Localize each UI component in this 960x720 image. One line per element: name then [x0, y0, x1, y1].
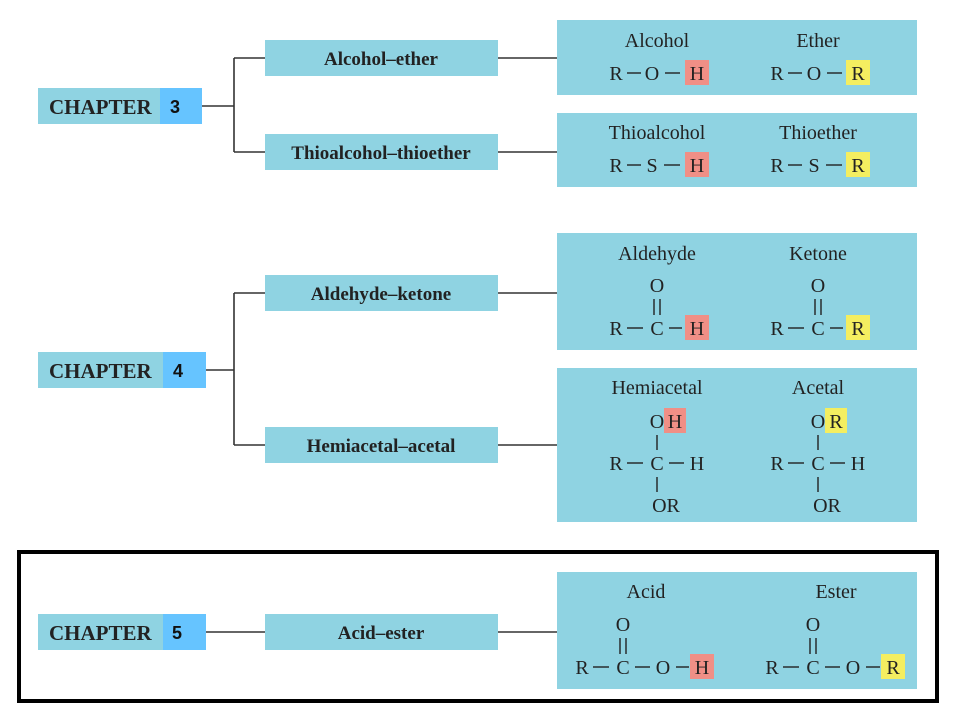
- chapter-label: CHAPTER: [49, 95, 153, 119]
- structure-box-hemiacetal-acetal: Hemiacetal Acetal O H R C H OR O R R C H…: [557, 368, 917, 522]
- category-label: Thioalcohol–thioether: [291, 143, 471, 164]
- chapter-number-badge: [163, 614, 206, 650]
- category-aldehyde-ketone: Aldehyde–ketone: [265, 275, 498, 311]
- atom-c: C: [650, 318, 663, 340]
- category-label: Aldehyde–ketone: [311, 284, 451, 305]
- chapter-5-frame: [17, 550, 939, 703]
- category-box-bg: [265, 614, 498, 650]
- atom-o: O: [616, 614, 630, 636]
- r-group-highlight: [881, 654, 905, 679]
- hydrogen-highlight: [685, 315, 709, 340]
- chapter-label: CHAPTER: [49, 359, 153, 383]
- chapter-5-box: CHAPTER 5: [38, 614, 206, 650]
- compound-name-aldehyde: Aldehyde: [618, 243, 696, 265]
- chapter-number-badge: [160, 88, 202, 124]
- atom-r: R: [770, 453, 784, 475]
- atom-r: R: [770, 63, 784, 85]
- compound-name-ketone: Ketone: [789, 243, 847, 265]
- atom-h: H: [695, 657, 709, 679]
- chapter-number: 3: [170, 97, 180, 117]
- atom-r: R: [609, 318, 623, 340]
- atom-o: O: [806, 614, 820, 636]
- chapter-3-box: CHAPTER 3: [38, 88, 202, 124]
- structure-box-aldehyde-ketone: Aldehyde Ketone O R C H O R C R: [557, 233, 917, 350]
- compound-name-thioether: Thioether: [779, 122, 857, 144]
- structure-box-bg: [557, 368, 917, 522]
- category-box-bg: [265, 40, 498, 76]
- atom-o: O: [811, 411, 825, 433]
- atom-c: C: [811, 453, 824, 475]
- compound-name-alcohol: Alcohol: [625, 30, 690, 52]
- atom-or: OR: [652, 495, 680, 517]
- atom-c: C: [811, 318, 824, 340]
- r-group-highlight: [846, 315, 870, 340]
- category-label: Alcohol–ether: [324, 49, 439, 70]
- atom-h: H: [690, 318, 704, 340]
- category-box-bg: [265, 427, 498, 463]
- chapter-number: 4: [173, 361, 183, 381]
- hydrogen-highlight: [664, 408, 686, 433]
- atom-r: R: [770, 155, 784, 177]
- atom-s: S: [808, 155, 819, 177]
- structure-box-acid-ester: Acid Ester O R C O H O R C O R: [557, 572, 917, 689]
- atom-r: R: [829, 411, 843, 433]
- category-box-bg: [265, 134, 498, 170]
- atom-o: O: [811, 275, 825, 297]
- atom-r: R: [851, 155, 865, 177]
- category-alcohol-ether: Alcohol–ether: [265, 40, 498, 76]
- category-box-bg: [265, 275, 498, 311]
- atom-or: OR: [813, 495, 841, 517]
- atom-h: H: [690, 453, 704, 475]
- chapter-label: CHAPTER: [49, 621, 153, 645]
- atom-r: R: [851, 318, 865, 340]
- chapter-number-badge: [163, 352, 206, 388]
- atom-o: O: [645, 63, 659, 85]
- r-group-highlight: [825, 408, 847, 433]
- atom-c: C: [650, 453, 663, 475]
- structure-box-bg: [557, 572, 917, 689]
- chapter-number: 5: [172, 623, 182, 643]
- atom-c: C: [616, 657, 629, 679]
- atom-o: O: [846, 657, 860, 679]
- compound-name-ester: Ester: [815, 581, 856, 603]
- compound-name-thioalcohol: Thioalcohol: [609, 122, 706, 144]
- atom-h: H: [668, 411, 682, 433]
- atom-o: O: [656, 657, 670, 679]
- atom-c: C: [806, 657, 819, 679]
- r-group-highlight: [846, 152, 870, 177]
- atom-o: O: [650, 275, 664, 297]
- hydrogen-highlight: [685, 60, 709, 85]
- r-group-highlight: [846, 60, 870, 85]
- atom-o: O: [807, 63, 821, 85]
- atom-r: R: [886, 657, 900, 679]
- atom-h: H: [851, 453, 865, 475]
- compound-name-ether: Ether: [796, 30, 840, 52]
- category-hemiacetal-acetal: Hemiacetal–acetal: [265, 427, 498, 463]
- atom-r: R: [609, 155, 623, 177]
- atom-r: R: [609, 453, 623, 475]
- hydrogen-highlight: [690, 654, 714, 679]
- compound-name-acetal: Acetal: [792, 377, 845, 399]
- structure-box-alcohol-ether: Alcohol Ether R O H R O R: [557, 20, 917, 95]
- atom-h: H: [690, 155, 704, 177]
- category-label: Acid–ester: [338, 623, 425, 644]
- atom-r: R: [765, 657, 779, 679]
- atom-r: R: [851, 63, 865, 85]
- compound-name-hemiacetal: Hemiacetal: [611, 377, 702, 399]
- atom-r: R: [770, 318, 784, 340]
- atom-s: S: [646, 155, 657, 177]
- atom-o: O: [650, 411, 664, 433]
- compound-name-acid: Acid: [627, 581, 666, 603]
- category-thioalcohol-thioether: Thioalcohol–thioether: [265, 134, 498, 170]
- hydrogen-highlight: [685, 152, 709, 177]
- structure-box-thioalcohol-thioether: Thioalcohol Thioether R S H R S R: [557, 113, 917, 187]
- category-acid-ester: Acid–ester: [265, 614, 498, 650]
- chapter-4-box: CHAPTER 4: [38, 352, 206, 388]
- atom-r: R: [575, 657, 589, 679]
- connectors: [202, 57, 557, 633]
- category-label: Hemiacetal–acetal: [307, 436, 456, 457]
- atom-r: R: [609, 63, 623, 85]
- atom-h: H: [690, 63, 704, 85]
